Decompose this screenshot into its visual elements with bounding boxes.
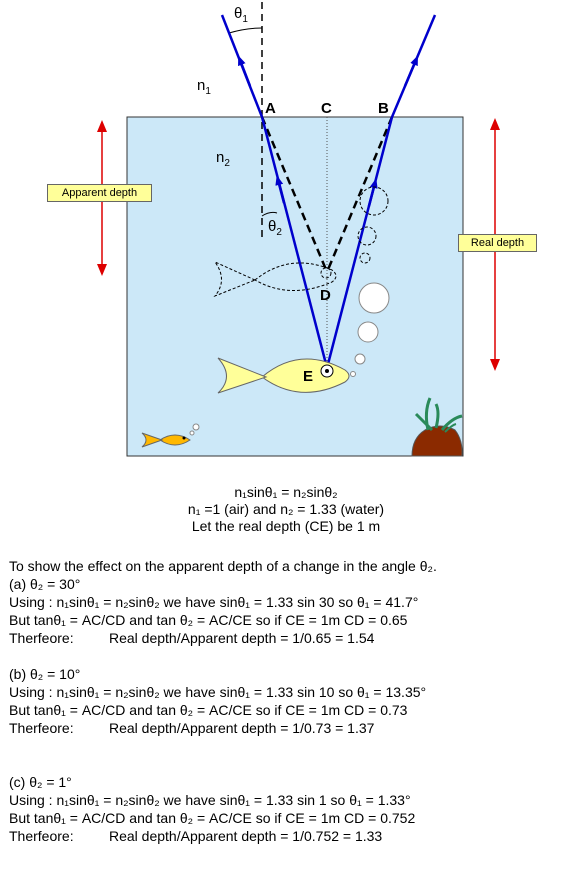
apparent-bubbles [357,186,389,264]
intro-text: To show the effect on the apparent depth… [9,558,437,574]
case-b-using: Using : n₁sinθ₁ = n₂sinθ₂ we have sinθ₁ … [9,684,427,700]
water-tank [126,116,464,457]
point-b-label: B [378,100,389,117]
ray-air-arrow-left [238,55,252,87]
point-e-label: E [303,368,313,385]
n1-label: n1 [197,77,211,97]
refractive-indices: n₁ =1 (air) and n₂ = 1.33 (water) [187,501,385,517]
apparent-ray-right [325,116,394,273]
ray-arrow-left [275,175,286,204]
point-d-label: D [320,287,331,304]
equations-block: n₁sinθ₁ = n₂sinθ₂ n₁ =1 (air) and n₂ = 1… [0,484,572,535]
theta1-label: θ1 [234,5,248,25]
point-c-label: C [321,100,332,117]
bubbles [350,282,390,377]
apparent-depth-label: Apparent depth [47,184,152,202]
ray-water-left [260,116,329,369]
theta2-arc [261,211,278,217]
apparent-ray-left [260,116,329,273]
point-a-label: A [265,100,276,117]
case-b-therefore: Therfeore:Real depth/Apparent depth = 1/… [9,720,375,736]
worked-examples: To show the effect on the apparent depth… [9,557,569,845]
case-a-using: Using : n₁sinθ₁ = n₂sinθ₂ we have sinθ₁ … [9,594,419,610]
case-a-but: But tanθ₁ = AC/CD and tan θ₂ = AC/CE so … [9,612,408,628]
real-depth-assumption: Let the real depth (CE) be 1 m [191,518,381,534]
theta1-arc [228,27,263,34]
case-c-but: But tanθ₁ = AC/CD and tan θ₂ = AC/CE so … [9,810,416,826]
snell-law: n₁sinθ₁ = n₂sinθ₂ [234,484,338,500]
small-fish [141,423,200,448]
refraction-diagram: θ1 n1 n2 θ2 A C B D E [97,2,500,457]
theta2-label: θ2 [268,218,282,238]
fish [217,357,350,394]
case-c-heading: (c) θ₂ = 1° [9,774,72,790]
apparent-fish [213,260,337,298]
ray-water-right [325,116,394,369]
case-c-using: Using : n₁sinθ₁ = n₂sinθ₂ we have sinθ₁ … [9,792,411,808]
real-depth-label: Real depth [458,234,537,252]
ray-air-arrow-right [403,55,418,87]
case-b-heading: (b) θ₂ = 10° [9,666,81,682]
case-a-heading: (a) θ₂ = 30° [9,576,81,592]
case-b-but: But tanθ₁ = AC/CD and tan θ₂ = AC/CE so … [9,702,408,718]
rock-weed [411,397,463,457]
case-a-therefore: Therfeore:Real depth/Apparent depth = 1/… [9,630,375,646]
n2-label: n2 [216,149,230,169]
case-c-therefore: Therfeore:Real depth/Apparent depth = 1/… [9,828,383,844]
